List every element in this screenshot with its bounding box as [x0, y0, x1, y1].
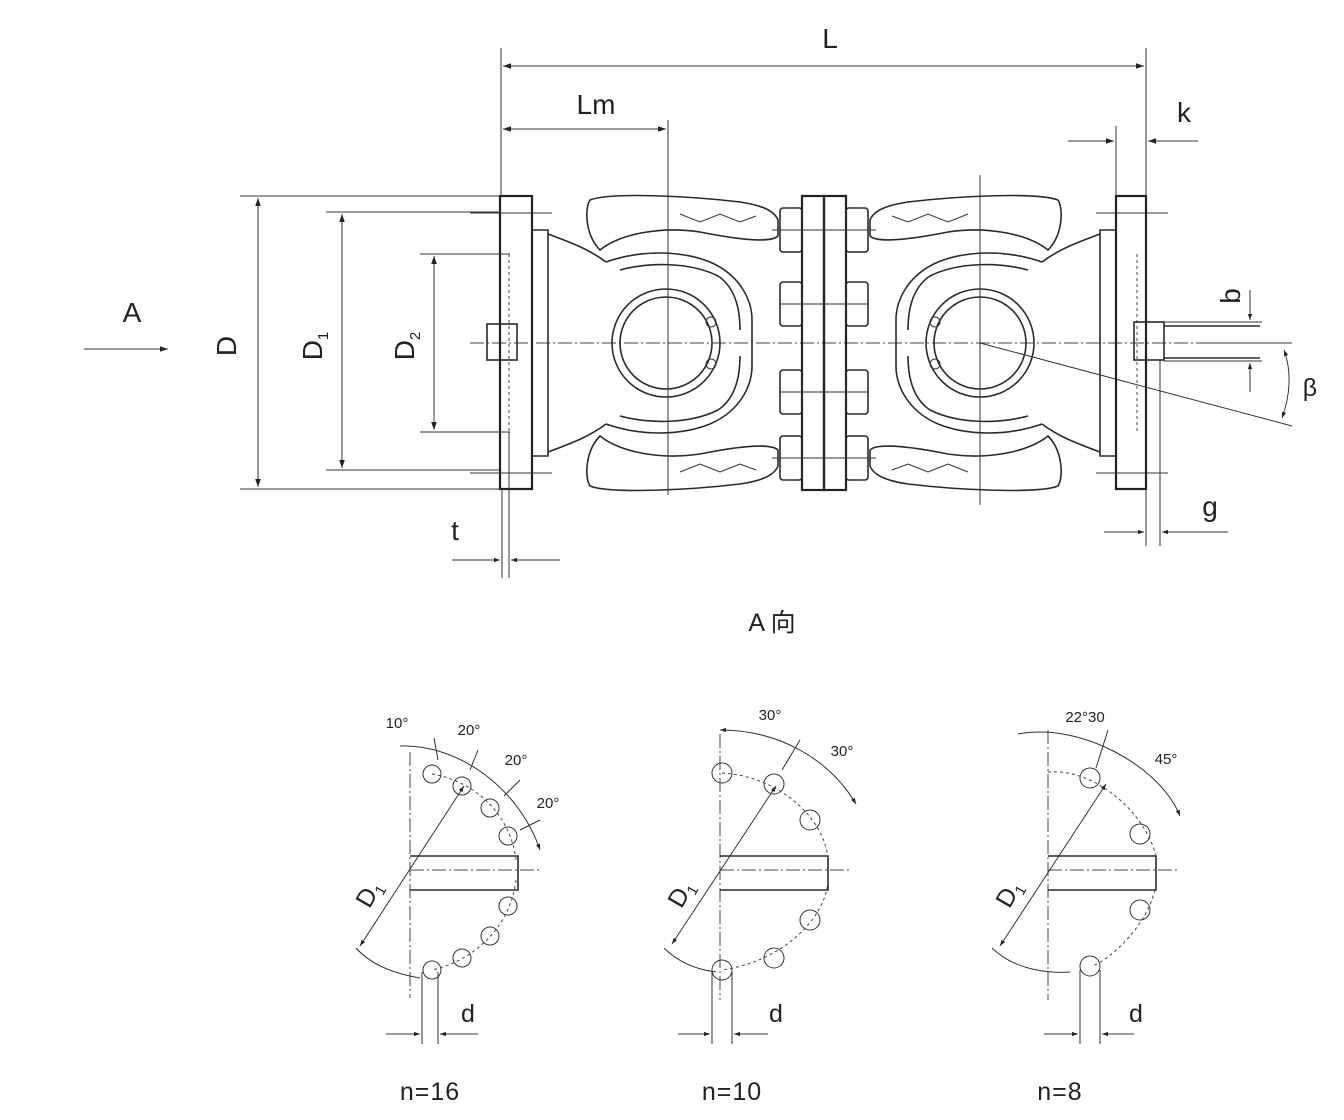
dimension-Lm: Lm	[503, 89, 666, 132]
dimension-k: k	[1068, 97, 1198, 196]
angle-label-beta: β	[1303, 374, 1317, 402]
center-flange-bolts	[772, 194, 876, 492]
dim-label-g: g	[1202, 491, 1218, 522]
dim-label-k: k	[1177, 97, 1192, 128]
angle-beta: β	[979, 342, 1317, 427]
left-flange	[470, 194, 607, 491]
dim-label-L: L	[822, 23, 838, 54]
main-view: L Lm k b β	[84, 23, 1317, 578]
flange-view-n16: 10° 20° 20° 20° D1 d n=16	[350, 715, 559, 1106]
dimension-g: g	[1104, 360, 1228, 546]
right-yoke	[869, 175, 1062, 505]
n10-hole-label: d	[769, 1000, 783, 1028]
n16-angle-4: 20°	[537, 795, 560, 812]
right-flange	[1041, 194, 1260, 491]
dimension-D2: D2	[389, 253, 510, 433]
dim-label-D1: D1	[297, 332, 332, 361]
dim-label-b: b	[1215, 288, 1246, 304]
dimension-L: L	[500, 23, 1147, 196]
n8-angle-2: 45°	[1155, 751, 1178, 768]
dimension-D: D	[211, 195, 500, 490]
n16-label: n=16	[400, 1078, 460, 1106]
dim-label-D: D	[211, 336, 242, 356]
flange-view-n8: 22°30 45° D1 d n=8	[990, 709, 1181, 1106]
dim-label-Lm: Lm	[577, 89, 616, 120]
view-arrow-label: A	[123, 297, 142, 328]
dim-label-D2: D2	[389, 332, 424, 361]
dim-label-t: t	[451, 515, 459, 546]
n10-label: n=10	[702, 1078, 762, 1106]
n10-angle-2: 30°	[831, 743, 854, 760]
n16-hole-label: d	[461, 1000, 475, 1028]
n8-angle-1: 22°30	[1065, 709, 1104, 726]
left-yoke	[586, 120, 779, 495]
n8-label: n=8	[1037, 1078, 1082, 1106]
n10-angle-1: 30°	[759, 707, 782, 724]
dimension-b: b	[1164, 288, 1262, 392]
n8-hole-label: d	[1129, 1000, 1143, 1028]
section-title: A 向	[748, 609, 795, 637]
dimension-D1: D1	[297, 211, 500, 471]
n16-angle-1: 10°	[386, 715, 409, 732]
n16-angle-2: 20°	[458, 722, 481, 739]
n16-angle-3: 20°	[505, 752, 528, 769]
dimension-t: t	[451, 432, 560, 578]
view-arrow-A: A	[84, 297, 168, 352]
flange-view-n10: 30° 30° D1 d n=10	[662, 707, 857, 1106]
n10-diameter-label: D1	[662, 876, 702, 914]
